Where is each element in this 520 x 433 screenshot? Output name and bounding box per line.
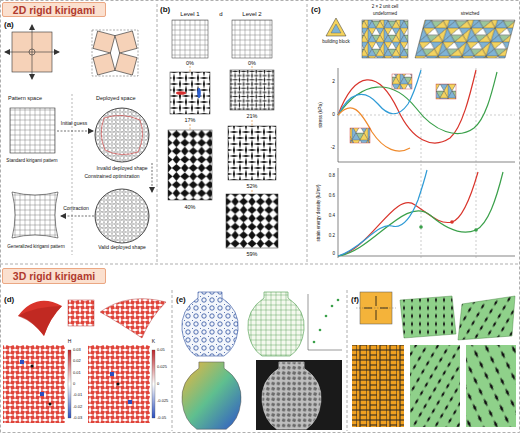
figure-label: Initial guess bbox=[61, 121, 87, 127]
panel-letter: (c) bbox=[311, 6, 321, 15]
panel-e-art bbox=[182, 292, 342, 430]
axis-tick: 0.8 bbox=[329, 174, 335, 179]
axis-tick: 0.025 bbox=[157, 365, 167, 369]
axis-tick: 0.2 bbox=[329, 234, 335, 239]
axis-tick: 0.02 bbox=[73, 359, 81, 363]
section-header: 2D rigid kirigami bbox=[2, 2, 106, 17]
axis-title: stress (kPa) bbox=[318, 102, 323, 128]
panel-letter: (d) bbox=[4, 296, 14, 305]
axis-tick: 0 bbox=[73, 382, 75, 386]
axis-tick: -2 bbox=[331, 145, 335, 150]
axis-tick: -0.01 bbox=[73, 393, 82, 397]
axis-tick: -0.03 bbox=[73, 416, 82, 420]
panel-letter: (a) bbox=[4, 21, 14, 30]
figure-label: 21% bbox=[246, 113, 257, 119]
panel-f-art bbox=[352, 292, 516, 427]
figure-label: building block bbox=[322, 40, 349, 45]
panel-letter: (b) bbox=[160, 6, 170, 15]
figure-label: Contraction bbox=[63, 206, 89, 212]
figure-label: H bbox=[68, 339, 72, 345]
figure-label: 0% bbox=[186, 60, 194, 66]
figure-label: 59% bbox=[246, 251, 257, 257]
axis-tick: 0.01 bbox=[73, 370, 81, 374]
axis-title: strain energy density (kJ/m³) bbox=[317, 185, 322, 242]
axis-tick: 0 bbox=[332, 112, 335, 117]
figure-label: d bbox=[219, 11, 222, 18]
figure-label: Valid deployed shape bbox=[98, 245, 145, 251]
panel-c-art bbox=[326, 18, 515, 258]
axis-tick: -0.025 bbox=[157, 399, 168, 403]
figure-label: Generalized kirigami pattern bbox=[7, 244, 64, 249]
axis-tick: -0.02 bbox=[73, 404, 82, 408]
section-header: 3D rigid kirigami bbox=[2, 268, 106, 284]
figure-label: 2 × 2 unit cell bbox=[372, 5, 399, 10]
axis-tick: 0 bbox=[332, 252, 335, 257]
figure-label: Pattern space bbox=[8, 95, 42, 101]
figure-label: Level 1 bbox=[180, 11, 199, 18]
figure-label: Invalid deployed shape bbox=[96, 166, 147, 172]
axis-tick: 0.6 bbox=[329, 194, 335, 199]
panel-letter: (e) bbox=[176, 296, 186, 305]
figure-label: 17% bbox=[184, 117, 195, 123]
figure-label: Standard kirigami pattern bbox=[6, 158, 57, 163]
figure-label: 52% bbox=[246, 183, 257, 189]
figure-label: Deployed space bbox=[96, 95, 135, 101]
panel-a-art bbox=[5, 25, 152, 255]
header-text: 3D rigid kirigami bbox=[13, 270, 95, 282]
figure-label: 0% bbox=[248, 60, 256, 66]
figure-label: stretched bbox=[461, 12, 480, 17]
axis-tick: 0.05 bbox=[157, 348, 165, 352]
axis-tick: 0.03 bbox=[73, 348, 81, 352]
figure-label: Constrained optimization bbox=[84, 174, 139, 180]
figure-label: Level 2 bbox=[242, 11, 261, 18]
axis-tick: -0.05 bbox=[157, 416, 166, 420]
panel-letter: (f) bbox=[351, 296, 359, 305]
panel-d-art bbox=[3, 299, 166, 423]
panel-b-art bbox=[168, 20, 278, 248]
header-text: 2D rigid kirigami bbox=[13, 4, 95, 16]
axis-tick: 2 bbox=[332, 79, 335, 84]
axis-tick: 0.4 bbox=[329, 214, 335, 219]
figure-label: undeformed bbox=[373, 12, 397, 17]
axis-tick: 0 bbox=[157, 382, 159, 386]
figure-label: 40% bbox=[184, 204, 195, 210]
figure-label: K bbox=[152, 339, 155, 345]
